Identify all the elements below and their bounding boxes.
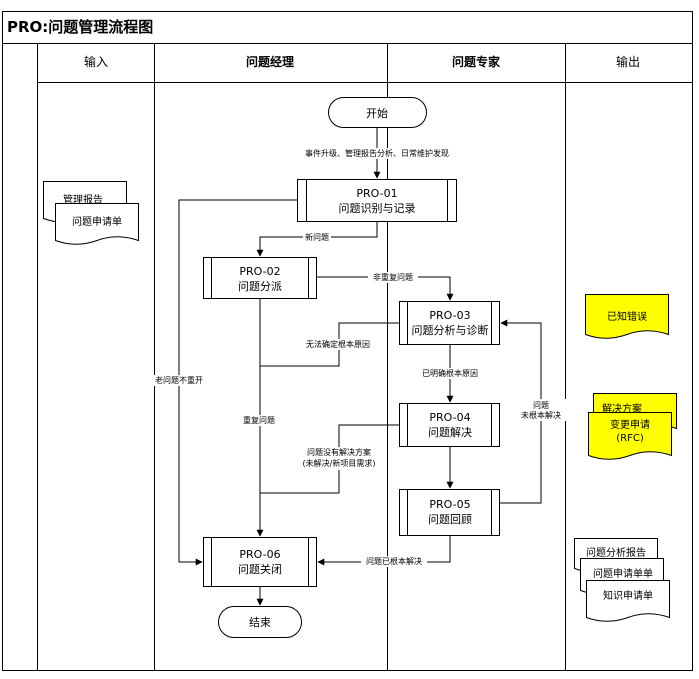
start-label: 开始 (366, 106, 388, 120)
output-doc-knowledge-form (586, 580, 670, 622)
pro-01-code: PRO-01 (356, 187, 397, 200)
label-new-problem: 新问题 (305, 232, 329, 242)
label-no-solution-line1: 问题没有解决方案 (307, 447, 371, 457)
output-doc-known-error (585, 294, 669, 339)
lane-header-input: 输入 (84, 54, 108, 69)
page-title: PRO:问题管理流程图 (7, 18, 153, 36)
pro-01-name: 问题识别与记录 (339, 202, 416, 215)
label-root-resolved: 问题已根本解决 (366, 556, 422, 566)
process-pro-06: PRO-06 问题关闭 (203, 537, 317, 587)
process-pro-03: PRO-03 问题分析与诊断 (399, 301, 500, 345)
label-no-root-cause: 无法确定根本原因 (306, 339, 370, 349)
output-rfc-label-line1: 变更申请 (610, 418, 650, 431)
output-analysis-report-label: 问题分析报告 (586, 546, 646, 559)
pro-03-code: PRO-03 (429, 309, 470, 322)
end-terminator: 结束 (218, 606, 302, 638)
pro-05-code: PRO-05 (429, 498, 470, 511)
lane-header-expert: 问题专家 (452, 54, 501, 69)
input-documents: 管理报告 问题申请单 (43, 181, 139, 245)
process-pro-05: PRO-05 问题回顾 (399, 489, 500, 536)
pro-04-code: PRO-04 (429, 411, 470, 424)
label-unresolved-line1: 问题 (533, 401, 549, 410)
label-old-problem: 老问题不重开 (155, 375, 203, 385)
output-solution-label: 解决方案 (602, 402, 642, 415)
pro-02-name: 问题分派 (238, 280, 282, 293)
start-terminator: 开始 (328, 97, 427, 128)
pro-02-code: PRO-02 (239, 265, 280, 278)
input-doc-request-form (55, 203, 139, 245)
pro-06-code: PRO-06 (239, 548, 280, 561)
output-rfc-label-line2: (RFC) (616, 433, 644, 444)
lane-header-manager: 问题经理 (246, 54, 294, 69)
pro-06-name: 问题关闭 (238, 562, 282, 576)
pro-03-name: 问题分析与诊断 (412, 323, 489, 337)
output-request-form-label: 问题申请单单 (593, 567, 653, 580)
label-unresolved-line2: 未根本解决 (521, 410, 561, 420)
process-pro-04: PRO-04 问题解决 (399, 403, 500, 447)
end-label: 结束 (249, 616, 271, 629)
process-pro-01: PRO-01 问题识别与记录 (297, 179, 457, 222)
output-documents: 已知错误 解决方案 变更申请 (RFC) 问题分析报告 问题申请单单 知识申请单 (574, 294, 677, 622)
lane-header-output: 输出 (616, 54, 640, 69)
process-pro-02: PRO-02 问题分派 (203, 257, 317, 299)
label-non-duplicate: 非重复问题 (373, 272, 413, 282)
pro-04-name: 问题解决 (428, 425, 472, 439)
connector-pro02-to-pro03 (317, 276, 454, 301)
label-trigger: 事件升级、管理报告分析、日常维护发现 (305, 148, 449, 158)
input-management-report-label: 管理报告 (63, 193, 103, 206)
label-root-cause-found: 已明确根本原因 (422, 368, 478, 378)
label-duplicate: 重复问题 (243, 415, 275, 425)
label-no-solution-line2: (未解决/新项目需求) (303, 458, 376, 468)
output-doc-rfc (588, 412, 672, 460)
pro-05-name: 问题回顾 (428, 513, 472, 526)
output-known-error-label: 已知错误 (607, 310, 647, 323)
edge-labels: 事件升级、管理报告分析、日常维护发现 新问题 非重复问题 老问题不重开 重复问题… (149, 148, 568, 567)
input-request-form-label: 问题申请单 (72, 215, 122, 228)
output-knowledge-form-label: 知识申请单 (603, 589, 653, 602)
